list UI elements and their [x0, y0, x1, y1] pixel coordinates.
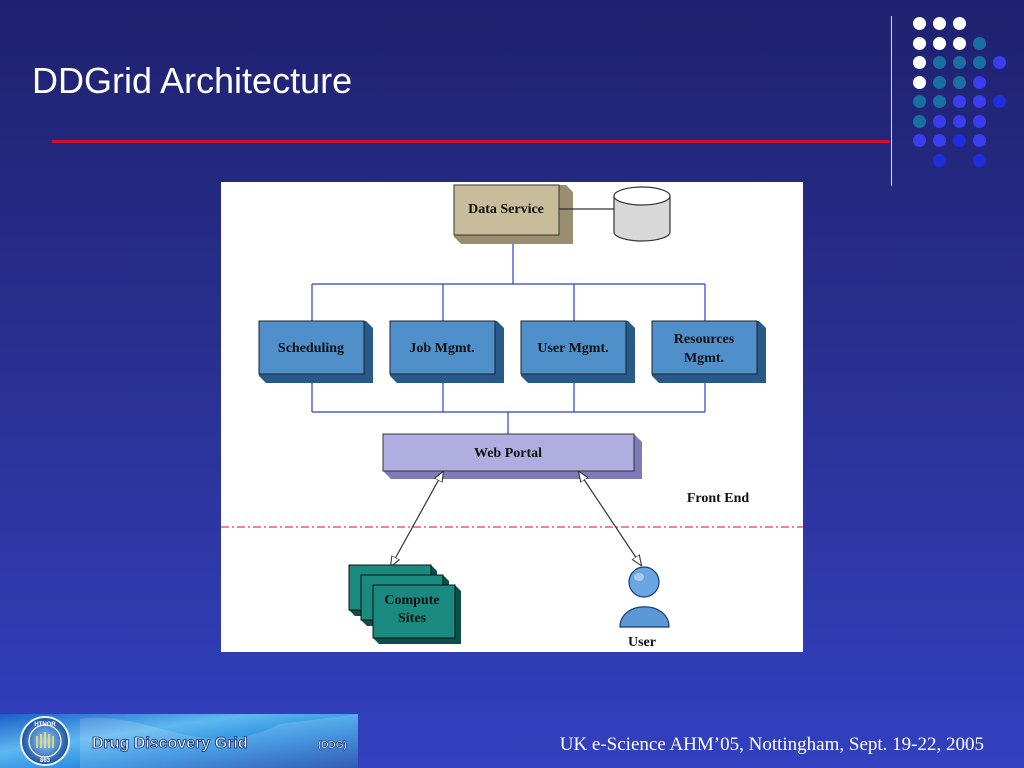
arrow-portal-user	[579, 472, 641, 565]
decor-dot	[973, 134, 986, 147]
decor-dot	[913, 114, 926, 128]
module-scheduling: Scheduling	[258, 320, 373, 383]
decor-dot	[933, 134, 946, 147]
module-job-mgmt: Job Mgmt.	[389, 320, 504, 383]
decor-dot	[953, 75, 966, 89]
emblem-top-text: HTNOR	[34, 722, 56, 728]
decor-dot	[933, 114, 946, 128]
decor-divider	[891, 16, 892, 186]
decor-dot	[973, 114, 986, 128]
decor-dot	[973, 75, 986, 89]
slide-title: DDGrid Architecture	[32, 60, 353, 101]
decor-dot	[953, 56, 966, 69]
decor-dot	[913, 75, 926, 89]
decor-dot	[973, 153, 986, 167]
decor-dot	[993, 56, 1006, 69]
decor-dot	[913, 134, 926, 147]
decor-dot	[913, 17, 926, 30]
compute-sites-stack: Compute Sites	[348, 564, 461, 644]
banner-text: Drug Discovery Grid	[92, 735, 248, 752]
module-user-mgmt: User Mgmt.	[520, 320, 635, 383]
footer-conference-text: UK e-Science AHM’05, Nottingham, Sept. 1…	[559, 734, 984, 755]
ddg-logo-banner: HTNOR 863 Drug Discovery Grid (DDG)	[0, 714, 358, 768]
decor-dot	[973, 56, 986, 69]
banner-tag: (DDG)	[318, 740, 347, 751]
decor-dot	[953, 134, 966, 147]
compute-sites-label-line2: Sites	[398, 611, 427, 626]
decor-dot	[933, 153, 946, 167]
decor-dot	[913, 36, 926, 50]
module-label: User Mgmt.	[537, 341, 608, 356]
data-service-label: Data Service	[468, 202, 544, 217]
decor-dot	[953, 36, 966, 50]
emblem-bottom-text: 863	[40, 758, 51, 764]
web-portal-box: Web Portal	[382, 433, 642, 479]
compute-sites-label-line1: Compute	[384, 593, 439, 608]
title-underline	[52, 140, 890, 143]
ddg-emblem: HTNOR 863	[20, 716, 70, 766]
arrow-portal-compute	[391, 472, 443, 566]
decor-dot	[933, 75, 946, 89]
user-label: User	[628, 635, 656, 650]
decor-dot	[993, 95, 1006, 108]
decor-dot	[933, 95, 946, 108]
architecture-svg: Data Service Scheduling Job Mgmt. User M…	[221, 184, 803, 650]
module-label-line2: Mgmt.	[684, 351, 724, 366]
decor-dot	[953, 114, 966, 128]
module-label: Scheduling	[278, 341, 344, 356]
decor-dot	[913, 56, 926, 69]
front-end-label: Front End	[687, 491, 750, 506]
decor-dot	[933, 56, 946, 69]
module-label-line1: Resources	[674, 332, 735, 347]
module-resources-mgmt: Resources Mgmt.	[651, 320, 766, 383]
decor-dot	[933, 17, 946, 30]
decor-dot	[953, 17, 966, 30]
database-icon	[613, 186, 671, 242]
user-icon	[619, 566, 670, 628]
module-label: Job Mgmt.	[409, 341, 474, 356]
decor-dot	[973, 36, 986, 50]
web-portal-label: Web Portal	[474, 446, 542, 461]
decor-dot	[953, 95, 966, 108]
data-service-box: Data Service	[453, 184, 573, 244]
decor-dot	[933, 36, 946, 50]
decor-dot	[973, 95, 986, 108]
decor-dot	[913, 95, 926, 108]
architecture-diagram: Data Service Scheduling Job Mgmt. User M…	[221, 182, 803, 652]
